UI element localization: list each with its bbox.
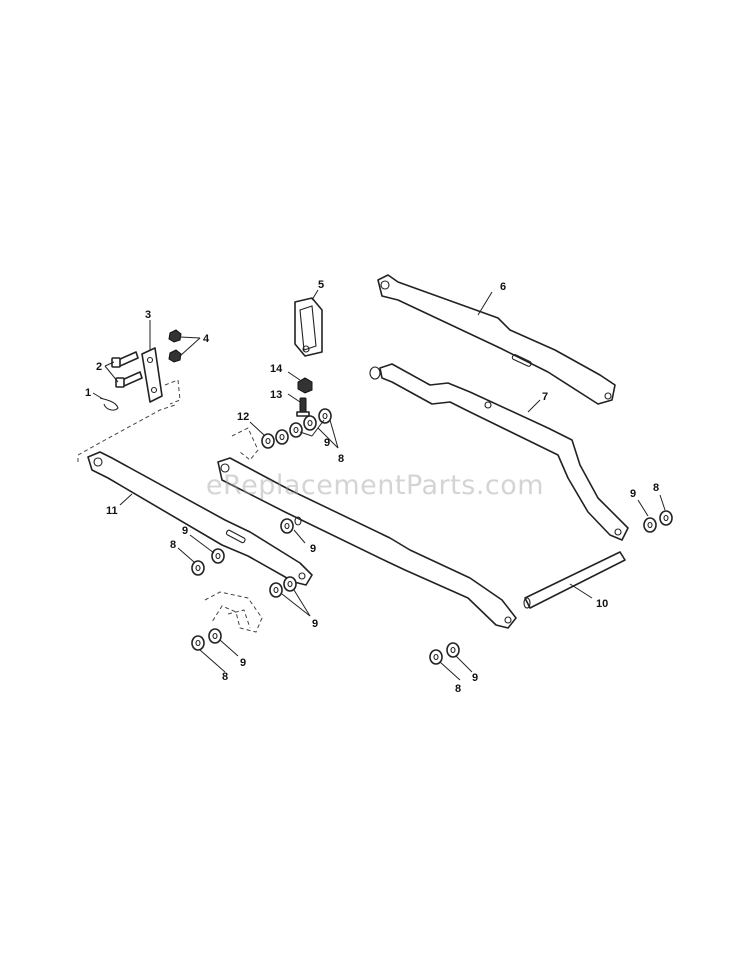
callout-9a: 9 — [324, 437, 330, 449]
washers-lower-mid[interactable] — [269, 576, 297, 598]
callout-10: 10 — [596, 598, 608, 610]
part-1-clip[interactable] — [99, 397, 119, 411]
part-7-lift-arm[interactable] — [369, 363, 629, 541]
part-11-lift-link[interactable] — [87, 451, 313, 586]
callout-8d: 8 — [653, 482, 659, 494]
phantom-lines-left — [77, 379, 181, 462]
callout-9b: 9 — [182, 525, 188, 537]
callout-12: 12 — [237, 411, 249, 423]
callout-5: 5 — [318, 279, 324, 291]
part-2-bolts[interactable] — [111, 351, 143, 388]
center-lift-arm[interactable] — [217, 457, 517, 629]
part-13-bolt[interactable] — [296, 397, 310, 417]
callout-9f: 9 — [630, 488, 636, 500]
part-3-bracket[interactable] — [141, 347, 163, 403]
washers-lower-center[interactable] — [429, 642, 460, 665]
callout-11: 11 — [106, 505, 118, 517]
part-10-rod[interactable] — [523, 551, 626, 609]
part-5-slotted-bracket[interactable] — [294, 297, 323, 357]
callout-9c: 9 — [310, 543, 316, 555]
callout-8c: 8 — [222, 671, 228, 683]
callout-1: 1 — [85, 387, 91, 399]
phantom-bracket-lower — [204, 591, 263, 633]
callout-13: 13 — [270, 389, 282, 401]
callout-7: 7 — [542, 391, 548, 403]
callout-14: 14 — [270, 363, 283, 375]
callout-9e: 9 — [240, 657, 246, 669]
callout-9g: 9 — [472, 672, 478, 684]
callout-8b: 8 — [170, 539, 176, 551]
callout-3: 3 — [145, 309, 151, 321]
callout-6: 6 — [500, 281, 506, 293]
part-4-nuts[interactable] — [168, 329, 182, 363]
callout-4: 4 — [203, 333, 210, 345]
callout-9d: 9 — [312, 618, 318, 630]
part-6-lift-link[interactable] — [377, 274, 616, 405]
leader-lines — [92, 289, 666, 681]
washer-center-arm-pivot[interactable] — [280, 516, 302, 534]
part-14-nut[interactable] — [297, 377, 313, 394]
callout-2: 2 — [96, 361, 102, 373]
callout-numbers: 1 2 3 4 5 6 7 14 13 12 9 8 11 9 8 9 9 9 … — [85, 279, 659, 695]
washers-lower-left[interactable] — [191, 628, 222, 651]
washers-right[interactable] — [643, 510, 673, 533]
washers-left-link[interactable] — [191, 548, 225, 576]
callout-8a: 8 — [338, 453, 344, 465]
part-12-washer[interactable] — [231, 427, 275, 461]
washers-upper-center[interactable] — [275, 408, 332, 445]
callout-8e: 8 — [455, 683, 461, 695]
